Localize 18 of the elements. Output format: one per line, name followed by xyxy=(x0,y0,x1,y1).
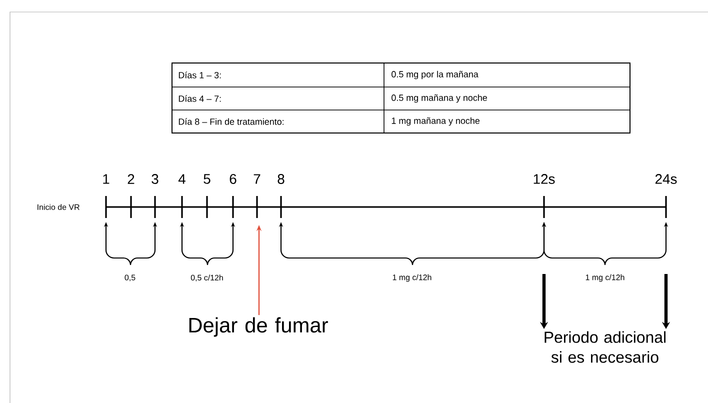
tick-label: 2 xyxy=(128,174,134,184)
tick-label: 8 xyxy=(278,174,284,184)
table-cell: 1 mg mañana y noche xyxy=(392,117,480,126)
tick-label: 1 xyxy=(103,174,110,184)
tick-label: 5 xyxy=(204,174,210,184)
tick-label: 6 xyxy=(230,174,236,184)
tick-label: 24s xyxy=(655,174,677,184)
table-cell: Días 4 – 7: xyxy=(178,95,221,102)
note-text: Dejar de fumar xyxy=(189,317,328,337)
tick-label: 4 xyxy=(178,174,186,184)
tick-label: 3 xyxy=(152,174,158,184)
table-cell: Días 1 – 3: xyxy=(178,72,221,78)
table-cell: 0.5 mg por la mañana xyxy=(392,70,478,80)
table-cell: Día 8 – Fin de tratamiento: xyxy=(178,118,284,125)
note-text: Periodo adicional si es necesario xyxy=(544,331,666,363)
tick-label: 12s xyxy=(534,174,555,184)
tick-label: 7 xyxy=(254,174,260,184)
table-cell: 0.5 mg mañana y noche xyxy=(392,94,487,103)
